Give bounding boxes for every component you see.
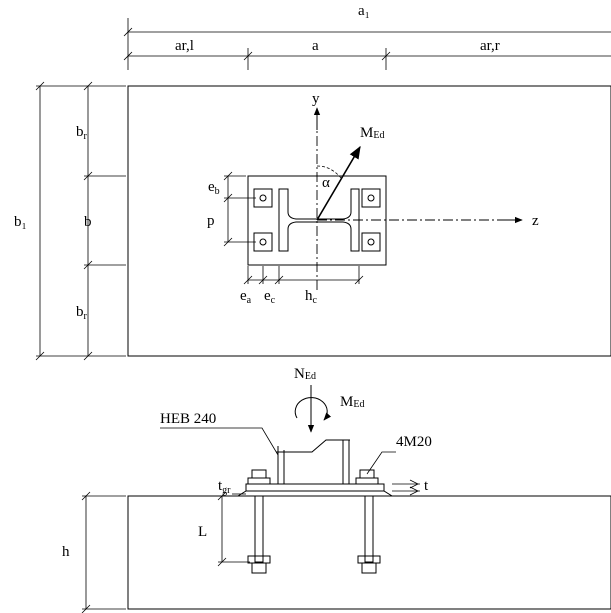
label-br-top: b [76,124,84,140]
grout-callout: tgr [218,478,246,496]
axial-label: N [294,366,305,382]
label-a: a [312,38,319,54]
dimension-eb-p: eb p [207,171,256,247]
heb-section-plan [278,188,360,252]
t-label: t [424,478,429,494]
dimension-ea-ec-hc: ea ec hc [240,266,364,306]
moment-plan-sub: Ed [373,130,384,141]
axis-y-label: y [312,91,320,107]
loads-side: NEd MEd [294,366,364,433]
axis-z-label: z [532,213,539,229]
label-ar-r: ar,r [480,38,500,54]
dimension-a1: a₁ [123,3,611,70]
foundation-side-outline [127,495,611,610]
plate-thickness-callout: t [392,478,429,496]
label-ea: e [240,288,247,304]
L-label: L [198,524,207,540]
svg-text:br: br [76,124,88,142]
label-hc-sub: c [313,295,318,306]
svg-text:ea: ea [240,288,252,306]
column-label: HEB 240 [160,411,216,427]
dimension-L: L [198,491,250,567]
label-br-top-sub: r [84,131,88,142]
h-label: h [62,544,70,560]
alpha-label: α [322,175,330,191]
label-ea-sub: a [247,295,252,306]
bolts-label: 4M20 [396,434,432,450]
tgr-label: t [218,478,223,494]
label-eb: e [208,179,215,195]
label-br-bottom-sub: r [84,311,88,322]
label-b1: b₁ [14,214,27,230]
column-callout: HEB 240 [160,411,279,456]
moment-side-sub: Ed [353,399,364,410]
label-ec-sub: c [271,295,276,306]
moment-plan-label: M [360,125,373,141]
dimension-h: h [62,491,126,613]
svg-text:ec: ec [264,288,276,306]
moment-vector-plan: α MEd [316,125,384,221]
axial-sub: Ed [305,371,316,382]
svg-text:br: br [76,304,88,322]
bolts-callout: 4M20 [366,434,432,475]
label-p: p [207,213,215,229]
column-stub-side [276,439,350,484]
anchor-bolts-side [247,495,381,574]
axis-z: z [317,213,539,229]
tgr-sub: gr [222,485,231,496]
dimension-b1: b₁ [14,81,126,361]
axis-y: y [312,91,321,290]
label-hc: h [305,288,313,304]
svg-text:tgr: tgr [218,478,231,496]
base-plate-side [236,483,394,497]
label-a1: a₁ [358,3,370,19]
label-ec: e [264,288,271,304]
svg-text:MEd: MEd [340,394,364,410]
label-ar-l: ar,l [175,38,194,54]
moment-side-label: M [340,394,353,410]
svg-text:eb: eb [208,179,220,197]
label-eb-sub: b [215,186,220,197]
dimension-b-column: br b br [76,81,126,361]
top-nuts [247,469,379,485]
svg-text:MEd: MEd [360,125,384,141]
dimension-a-row: ar,l a ar,r [123,38,611,70]
svg-text:hc: hc [305,288,318,306]
label-b: b [84,214,92,230]
label-br-bottom: b [76,304,84,320]
svg-text:NEd: NEd [294,366,316,382]
foundation-plan-outline [127,85,611,357]
